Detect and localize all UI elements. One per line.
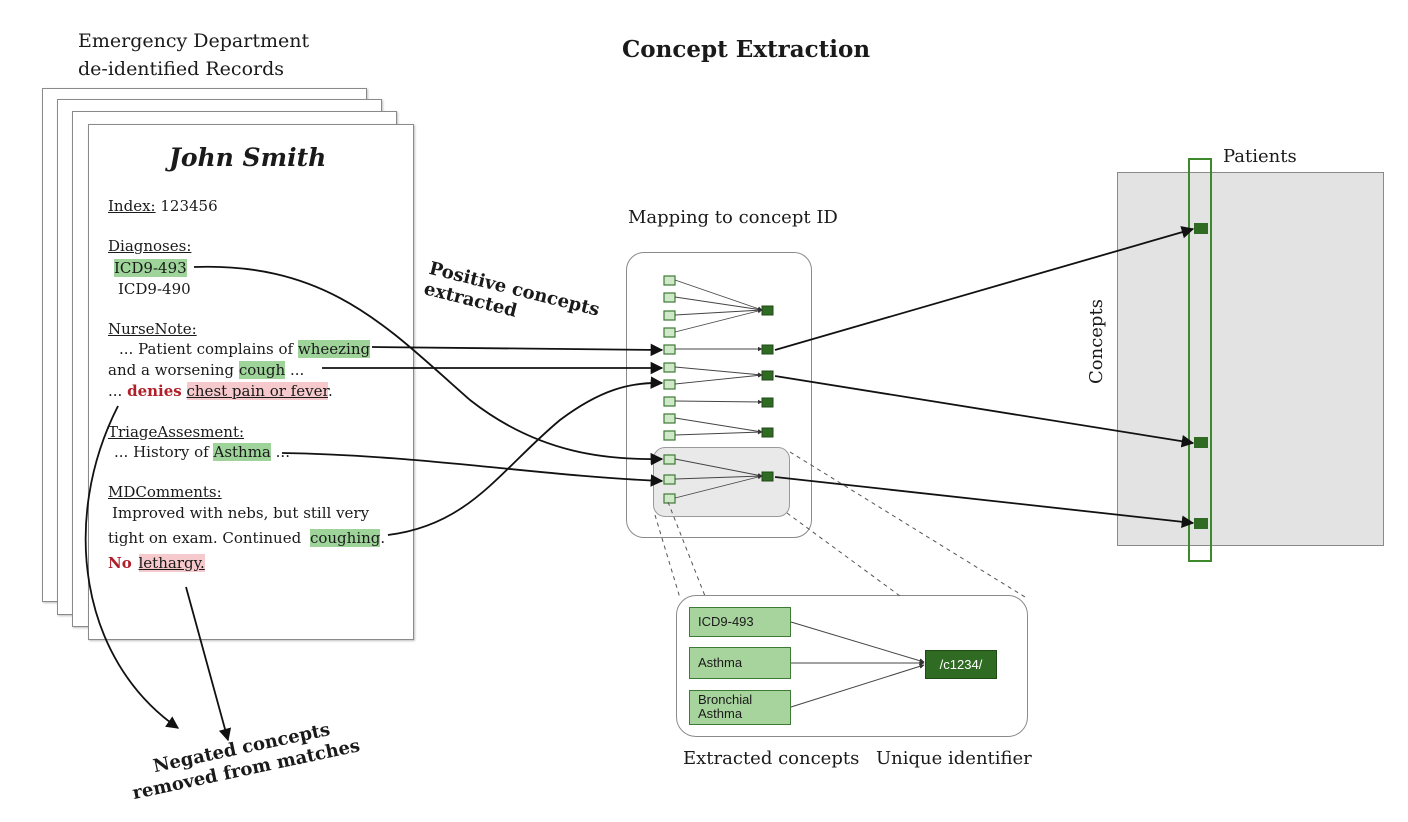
extracted-concepts-label: Extracted concepts	[683, 748, 860, 769]
nurse-line-3-period: .	[327, 382, 333, 400]
mapping-label: Mapping to concept ID	[628, 207, 838, 228]
index-line: Index: 123456	[108, 197, 218, 216]
nurse-line-2-text: and a worsening	[108, 361, 235, 379]
md-line-1: Improved with nebs, but still very	[112, 504, 370, 522]
no-negation: No	[108, 554, 132, 572]
nurse-line-2-ellipsis: ...	[289, 361, 305, 379]
lethargy-negated: lethargy.	[138, 554, 205, 572]
zoom-unique-id: /c1234/	[925, 650, 997, 679]
positive-concepts-label: Positive concepts extracted	[422, 258, 602, 341]
chest-pain-negated: chest pain or fever	[186, 382, 328, 400]
nurse-line-2: and a worsening cough ...	[108, 361, 304, 380]
asthma-highlight: Asthma	[213, 443, 271, 461]
concept-patient-matrix	[1117, 172, 1384, 546]
wheezing-highlight: wheezing	[297, 340, 371, 358]
bronchial-line2: Asthma	[698, 706, 743, 721]
triage-line: ... History of Asthma ...	[114, 443, 290, 462]
diagnosis-1: ICD9-493	[114, 259, 187, 278]
diagnosis-1-highlight: ICD9-493	[114, 259, 187, 277]
md-line-3: No lethargy.	[108, 554, 205, 573]
denies-negation: denies	[127, 382, 182, 400]
nurse-note-label: NurseNote:	[108, 320, 197, 338]
patients-label: Patients	[1223, 146, 1297, 167]
md-line-2-text: tight on exam. Continued	[108, 529, 302, 547]
bronchial-line1: Bronchial	[698, 692, 753, 707]
coughing-highlight: coughing	[309, 529, 381, 547]
nurse-line-3: ... denies chest pain or fever.	[108, 382, 333, 401]
records-heading-line2: de-identified Records	[78, 58, 285, 80]
patient-name: John Smith	[169, 143, 327, 172]
unique-identifier-label: Unique identifier	[876, 748, 1032, 769]
nurse-line-3-ellipsis: ...	[108, 382, 123, 400]
md-line-2-period: .	[380, 529, 386, 547]
md-comments-label: MDComments:	[108, 483, 222, 501]
index-label: Index:	[108, 197, 156, 215]
diagnoses-label: Diagnoses:	[108, 237, 192, 255]
arrow-coughing	[387, 376, 664, 536]
index-value: 123456	[160, 197, 218, 215]
nurse-line-1-text: ... Patient complains of	[119, 340, 294, 358]
concepts-axis-label: Concepts	[1086, 299, 1107, 384]
triage-text: ... History of	[114, 443, 209, 461]
zoom-concept-bronchial-asthma: Bronchial Asthma	[689, 690, 791, 725]
nurse-line-1: ... Patient complains of wheezing	[119, 340, 371, 359]
patient-record: John Smith Index: 123456 Diagnoses: ICD9…	[88, 124, 414, 640]
md-line-2: tight on exam. Continued coughing.	[108, 529, 385, 548]
mapping-group-highlight	[653, 447, 790, 517]
records-heading-line1: Emergency Department	[78, 30, 310, 52]
cough-highlight: cough	[238, 361, 286, 379]
zoom-concept-asthma: Asthma	[689, 647, 791, 679]
patient-column	[1188, 158, 1212, 562]
triage-label: TriageAssesment:	[108, 423, 245, 441]
zoom-concept-icd9: ICD9-493	[689, 607, 791, 637]
triage-ellipsis: ...	[275, 443, 290, 461]
page-title: Concept Extraction	[622, 36, 871, 63]
negated-concepts-label: Negated concepts removed from matches	[126, 714, 362, 805]
arrow-wheezing	[371, 343, 664, 357]
diagnosis-2: ICD9-490	[118, 280, 191, 298]
